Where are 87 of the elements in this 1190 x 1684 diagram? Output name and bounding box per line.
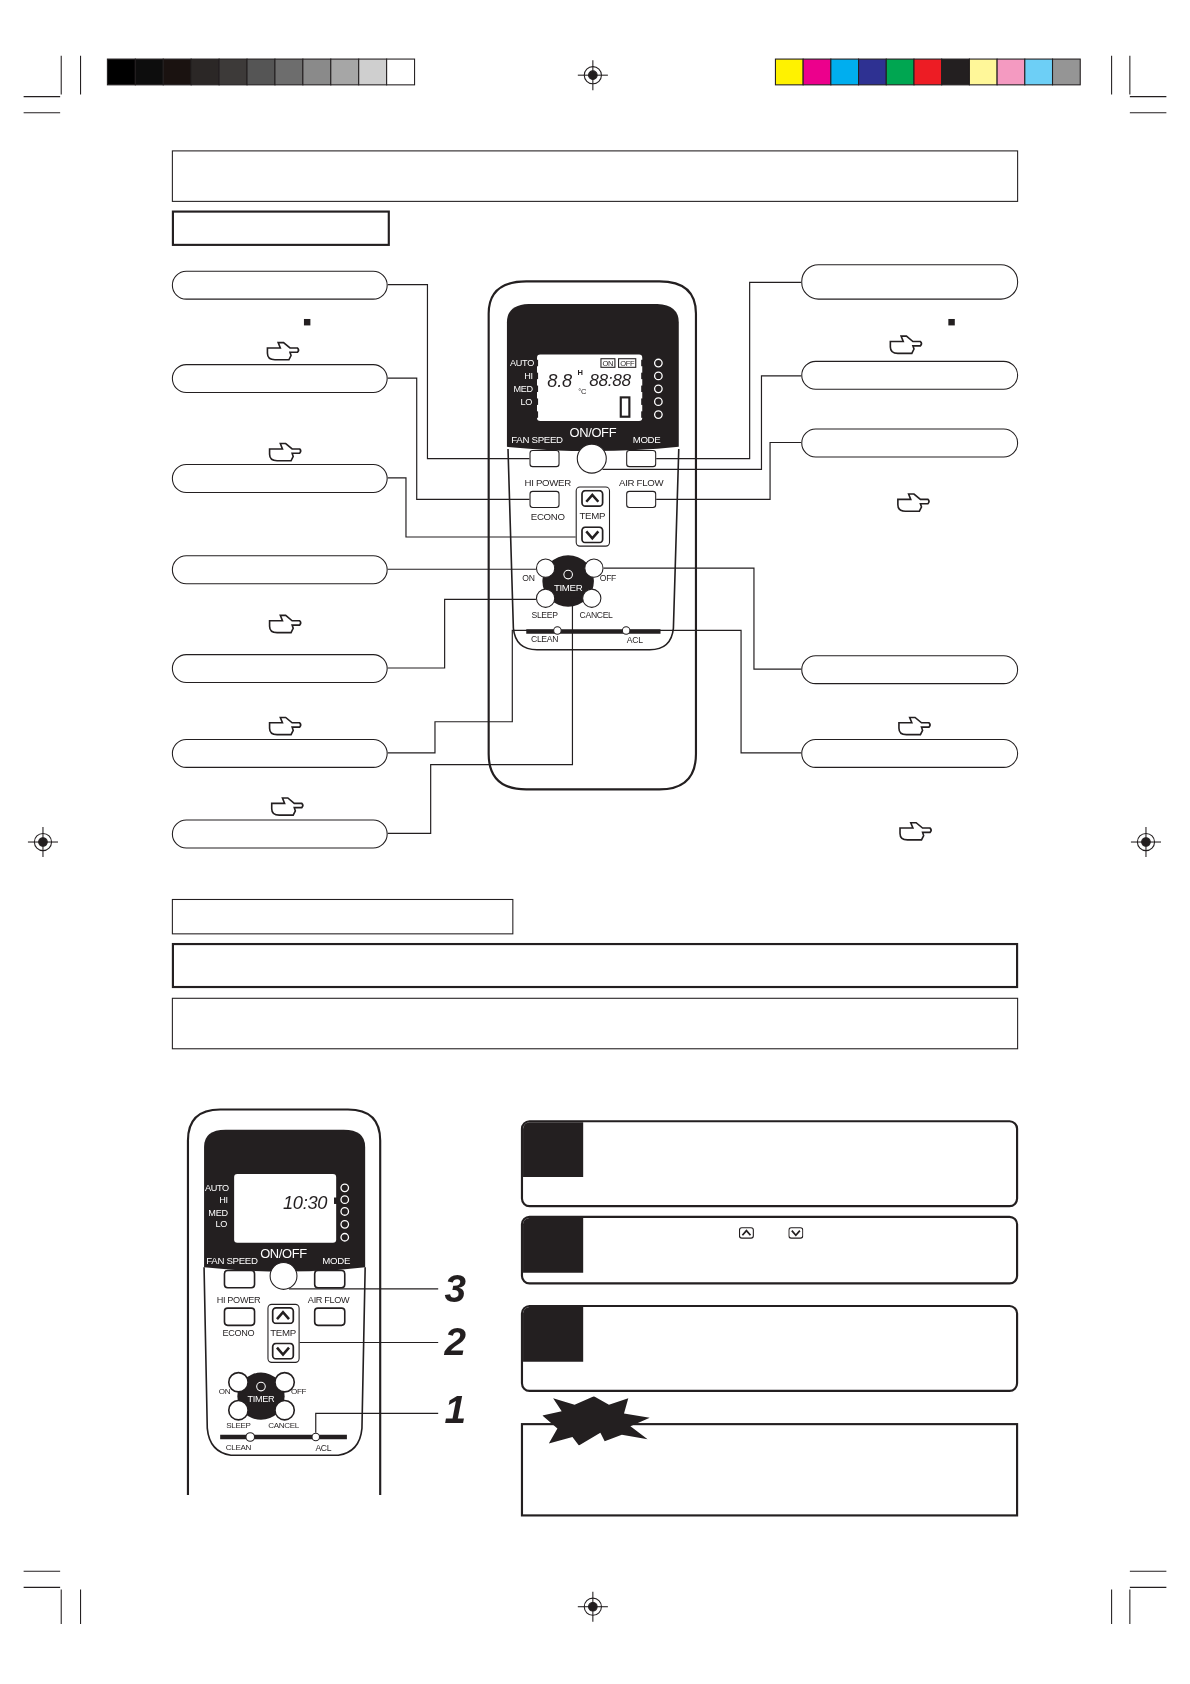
button-label: AIR FLOW [307,1295,350,1305]
callout-box [171,270,388,300]
callout-box [801,428,1019,458]
pinhole-button [621,626,631,635]
note-box [520,1423,1019,1517]
indicator-label: LO [215,1219,227,1229]
button-label: FAN SPEED [206,1256,258,1266]
callout-box [171,819,388,849]
callout-number: 3 [427,1270,467,1308]
button-label: TIMER [553,583,583,594]
button-label: MODE [322,1256,351,1266]
leader-line [315,1412,439,1434]
starburst-shape [542,1396,650,1446]
button-label: TEMP [579,511,606,521]
button-label: CLEAN [225,1443,252,1452]
step-box [520,1215,1019,1285]
callout-box [801,360,1019,390]
indicator-label: AUTO [205,1183,229,1193]
pinhole-button [553,626,562,635]
temperature-button-frame [575,486,611,547]
indicator-label: LO [520,397,533,407]
leader-line [387,568,537,570]
step-box [520,1120,1019,1208]
subheading-box [171,210,390,246]
leader-line [288,1288,439,1290]
callout-box [801,264,1019,300]
indicator-label: MED [513,384,533,394]
button-label: ON [218,1387,231,1396]
button-label: AIR FLOW [619,478,664,489]
leader-line [299,1341,439,1344]
callout-box [171,555,388,585]
button-label: OFF [599,574,616,584]
button-label: TEMP [270,1328,296,1338]
text-box [171,943,1019,989]
callout-box [171,654,388,684]
button-label: CLEAN [531,635,559,645]
pinhole-button [311,1432,321,1442]
remote-button [529,490,560,508]
callout-box [801,738,1019,768]
leader-line [601,375,802,470]
step-box [520,1304,1019,1392]
button-label: SLEEP [226,1421,251,1430]
button-label: ON [522,574,535,584]
display-digits: 10:30 [283,1193,328,1212]
button-label: ECONO [222,1328,255,1338]
button-label: TIMER [247,1394,275,1404]
indicator-label: AUTO [510,358,534,368]
leader-line [387,477,577,538]
button-label: HI POWER [524,478,571,489]
display-digits: 88:88 [589,371,631,389]
leader-line [387,377,531,500]
leader-line [387,284,531,460]
indicator-label: HI [219,1195,228,1205]
text-box [171,898,514,935]
button-label: ACL [315,1444,332,1454]
button-label: ON/OFF [569,426,617,440]
leader-line [629,629,802,754]
indicator-label: MED [208,1208,228,1218]
button-label: OFF [291,1387,307,1396]
leader-line [387,629,554,754]
leader-line [655,441,802,500]
leader-line [387,598,537,669]
button-label: CANCEL [579,611,613,620]
leader-line [655,281,802,460]
leader-line [603,567,802,670]
button-label: HI POWER [216,1295,261,1305]
text-box [171,997,1019,1050]
button-label: SLEEP [531,611,558,620]
remote-button [529,450,560,468]
button-label: ON/OFF [260,1246,307,1260]
heading-box [171,150,1019,202]
remote-button [626,450,657,468]
button-label: ACL [626,636,643,646]
display-digits: 8.8 [547,372,572,391]
callout-box [801,655,1019,685]
callout-number: 2 [427,1324,467,1361]
button-label: FAN SPEED [511,435,563,446]
button-label: CANCEL [268,1421,299,1430]
callout-box [171,463,388,493]
button-label: MODE [632,435,661,446]
remote-button [626,490,657,508]
callout-box [171,738,388,768]
callout-box [171,364,388,394]
temperature-button-frame [267,1303,300,1363]
button-label: ECONO [530,512,565,523]
indicator-label: HI [524,371,533,381]
callout-number: 1 [427,1391,467,1429]
